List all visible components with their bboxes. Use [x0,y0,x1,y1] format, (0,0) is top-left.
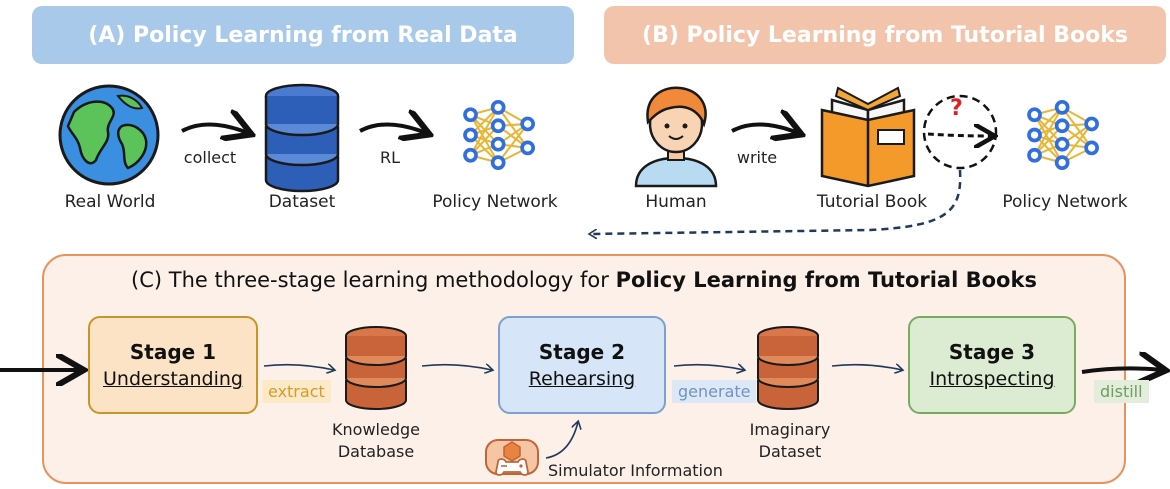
panel-a-title: (A) Policy Learning from Real Data [32,6,574,64]
tutorial-book-label: Tutorial Book [816,192,928,212]
simulator-label: Simulator Information [548,461,723,480]
real-world-label: Real World [64,192,156,212]
globe-icon [58,84,160,186]
stage-2-box: Stage 2 Rehearsing [498,316,666,414]
collect-label: collect [183,148,237,167]
stage-3-subtitle: Introspecting [929,368,1055,390]
knowledge-database-icon [345,326,407,410]
write-label: write [736,148,778,167]
extract-arrow [263,352,342,382]
panel-c-title-bold: Policy Learning from Tutorial Books [615,268,1037,292]
stage-2-subtitle: Rehearsing [528,368,636,390]
extract-label: extract [262,380,331,403]
stage-1-box: Stage 1 Understanding [88,316,258,414]
simulator-arrow [545,414,590,459]
distill-label: distill [1094,380,1149,403]
rl-label: RL [379,148,401,167]
panel-b-title-text: (B) Policy Learning from Tutorial Books [642,22,1128,48]
write-arrow [731,115,808,155]
simulator-icon [485,439,539,476]
imaginary-dataset-icon [757,326,819,410]
stage-3-title: Stage 3 [948,340,1036,364]
dataset-label: Dataset [268,192,336,212]
panel-c-title: (C) The three-stage learning methodology… [42,268,1126,292]
knowledge-db-line2: Database [337,442,415,461]
panel-b-title: (B) Policy Learning from Tutorial Books [604,6,1166,64]
rl-arrow [359,115,436,155]
policy-network-b-icon [1027,99,1100,171]
tutorial-book-icon [820,86,916,188]
stage-1-subtitle: Understanding [103,368,243,390]
human-label: Human [645,192,707,212]
distill-arrow [1081,350,1170,390]
policy-network-a-icon [463,99,536,171]
imaginary-line2: Dataset [758,442,822,461]
panel-a-title-text: (A) Policy Learning from Real Data [88,22,518,48]
panel-c-title-prefix: (C) The three-stage learning methodology… [131,268,616,292]
db-to-stage2-arrow [421,352,500,382]
collect-arrow [181,115,258,155]
stage-1-title: Stage 1 [129,340,217,364]
imaginary-line1: Imaginary [749,420,831,439]
dataset-to-stage3-arrow [831,352,910,382]
human-icon [634,86,718,188]
policy-network-a-label: Policy Network [432,192,558,212]
generate-arrow [673,352,752,382]
knowledge-db-line1: Knowledge [332,420,420,439]
question-mark: ? [950,96,963,121]
input-arrow [0,350,90,390]
connector-to-c [570,169,962,260]
generate-label: generate [672,380,757,403]
policy-network-b-label: Policy Network [1002,192,1128,212]
dataset-icon [264,83,340,193]
unknown-circle [922,94,1008,170]
stage-2-title: Stage 2 [538,340,626,364]
stage-3-box: Stage 3 Introspecting [908,316,1076,414]
